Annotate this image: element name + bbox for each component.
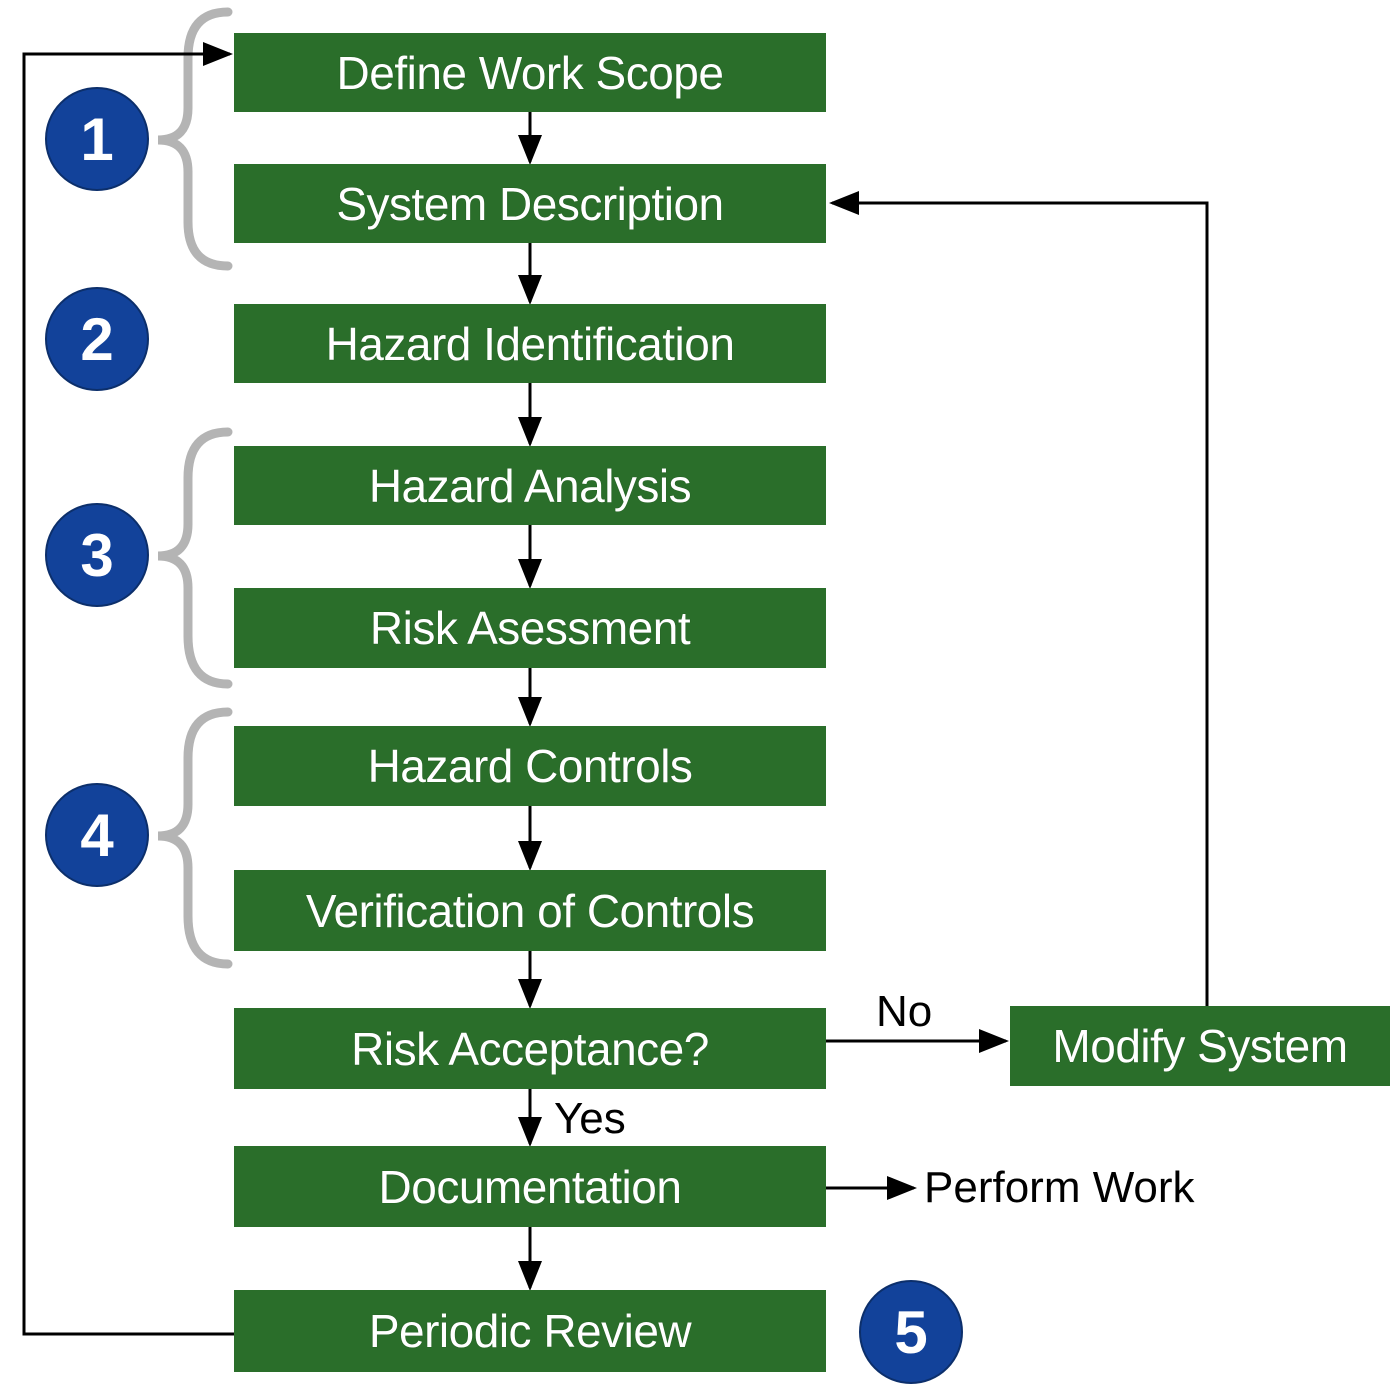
step-documentation: Documentation bbox=[234, 1146, 826, 1227]
edge-label-no: No bbox=[876, 987, 933, 1036]
step-badge-5: 5 bbox=[859, 1280, 963, 1384]
step-badge-1: 1 bbox=[45, 87, 149, 191]
step-risk-acceptance: Risk Acceptance? bbox=[234, 1008, 826, 1089]
edge-label-perform-work: Perform Work bbox=[924, 1163, 1195, 1212]
step-periodic-review: Periodic Review bbox=[234, 1290, 826, 1372]
step-badge-2: 2 bbox=[45, 287, 149, 391]
edge-label-yes: Yes bbox=[554, 1094, 626, 1143]
arrow-modify-to-description bbox=[829, 191, 1209, 1006]
brace-group-1 bbox=[157, 7, 233, 271]
arrow-review-to-scope bbox=[22, 42, 234, 1336]
step-badge-4: 4 bbox=[45, 783, 149, 887]
brace-group-4 bbox=[157, 707, 233, 969]
step-risk-assessment: Risk Asessment bbox=[234, 588, 826, 668]
step-hazard-controls: Hazard Controls bbox=[234, 726, 826, 806]
step-modify-system: Modify System bbox=[1010, 1006, 1390, 1086]
step-hazard-analysis: Hazard Analysis bbox=[234, 446, 826, 525]
step-verification-of-controls: Verification of Controls bbox=[234, 870, 826, 951]
brace-group-3 bbox=[157, 427, 233, 689]
step-hazard-identification: Hazard Identification bbox=[234, 304, 826, 383]
step-system-description: System Description bbox=[234, 164, 826, 243]
step-badge-3: 3 bbox=[45, 503, 149, 607]
step-define-work-scope: Define Work Scope bbox=[234, 33, 826, 112]
